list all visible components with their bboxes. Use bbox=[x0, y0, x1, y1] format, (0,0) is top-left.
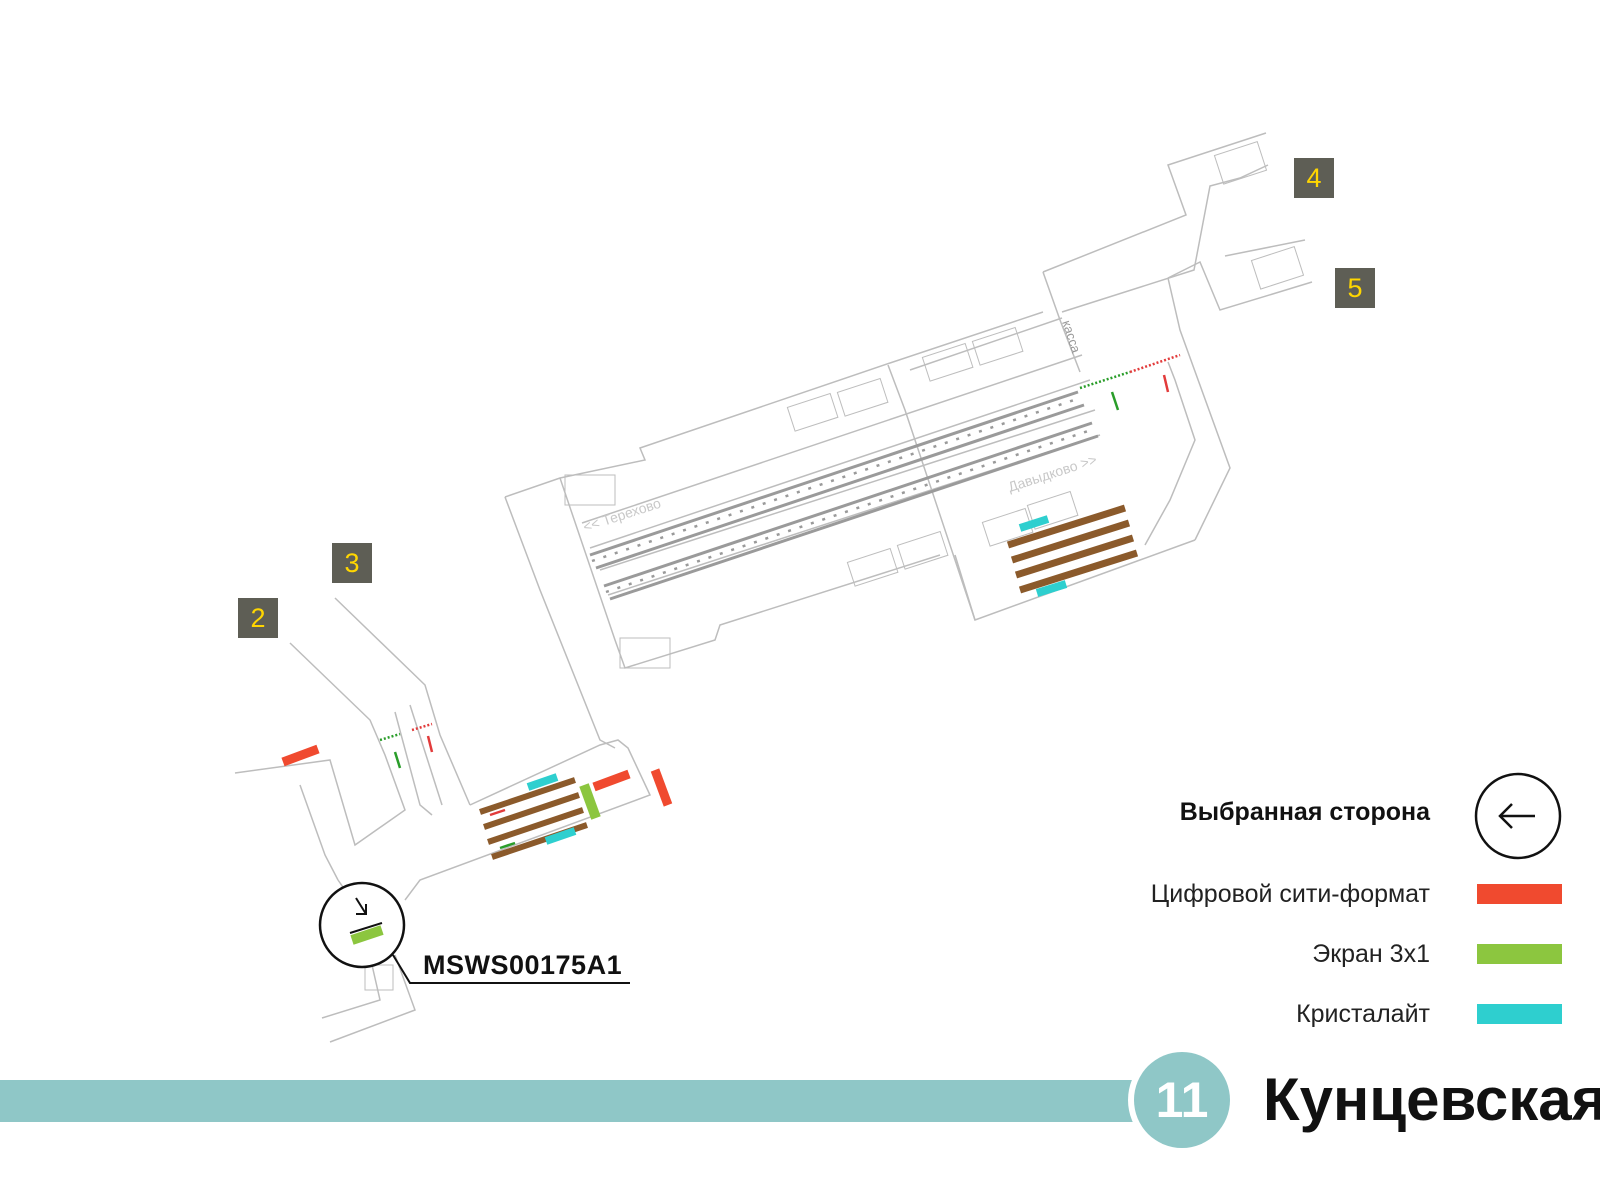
stairs-block bbox=[564, 474, 616, 506]
stairs-block bbox=[1026, 490, 1079, 530]
stairs-block bbox=[921, 342, 974, 382]
stairs-block bbox=[619, 637, 671, 669]
rail-sleepers bbox=[591, 396, 1095, 594]
legend-label-city-format: Цифровой сити-формат bbox=[1150, 880, 1430, 908]
stairs-block bbox=[971, 326, 1024, 366]
callout-leader bbox=[392, 954, 630, 984]
line-number-badge: 11 bbox=[1134, 1052, 1230, 1148]
rail-tracks bbox=[589, 390, 1099, 601]
ad-id-label: MSWS00175A1 bbox=[423, 950, 623, 980]
city-format-ad bbox=[650, 768, 673, 807]
escalator bbox=[1014, 534, 1135, 579]
legend-swatch-kristalait bbox=[1477, 1004, 1562, 1024]
ad-placements bbox=[281, 515, 1068, 845]
exit-badge-4: 4 bbox=[1294, 158, 1334, 198]
city-format-ad bbox=[592, 769, 631, 792]
stairs-block bbox=[364, 964, 394, 991]
legend-swatch-city-format bbox=[1477, 884, 1562, 904]
track-rail bbox=[609, 434, 1099, 601]
kristalait-ad bbox=[526, 773, 559, 791]
escalator bbox=[483, 792, 580, 830]
escalator bbox=[1010, 519, 1131, 564]
stairs-block bbox=[1250, 245, 1305, 290]
legend-selected-side: Выбранная сторона bbox=[1179, 798, 1430, 826]
ad-callout bbox=[318, 881, 630, 984]
exit-badge-3: 3 bbox=[332, 543, 372, 583]
legend-label-screen-3x1: Экран 3x1 bbox=[1312, 940, 1430, 968]
direction-label-right: Давыдково >> bbox=[1006, 451, 1099, 495]
arrow-down-icon bbox=[355, 897, 367, 915]
stairs-block bbox=[836, 377, 889, 417]
escalator bbox=[1018, 549, 1139, 594]
screen-3x1-ad bbox=[579, 783, 601, 820]
kristalait-ad bbox=[1035, 580, 1068, 597]
metro-line-band bbox=[0, 1080, 1150, 1122]
legend-label-kristalait: Кристалайт bbox=[1296, 1000, 1430, 1028]
station-name: Кунцевская bbox=[1263, 1066, 1600, 1133]
escalator bbox=[479, 777, 576, 815]
stairs-block bbox=[896, 530, 949, 570]
escalators-right bbox=[1006, 504, 1139, 594]
stairs-block bbox=[1213, 140, 1268, 185]
exit-badge-2: 2 bbox=[238, 598, 278, 638]
screen-3x1-ad bbox=[350, 925, 384, 945]
legend-swatch-screen-3x1 bbox=[1477, 944, 1562, 964]
callout-circle bbox=[318, 881, 406, 969]
selected-side-symbol bbox=[1474, 772, 1562, 860]
exit-badge-5: 5 bbox=[1335, 268, 1375, 308]
flow-arrows bbox=[379, 353, 1181, 850]
station-walls bbox=[234, 132, 1313, 1043]
track-rail bbox=[595, 403, 1085, 570]
escalators-left bbox=[479, 777, 588, 860]
stairs-block bbox=[981, 507, 1034, 547]
track-rail bbox=[603, 421, 1093, 588]
kassa-label: касса bbox=[1059, 318, 1084, 355]
stairs-block bbox=[786, 392, 839, 432]
escalator bbox=[1006, 504, 1127, 549]
stairs-block bbox=[846, 547, 899, 587]
stairs bbox=[364, 140, 1305, 991]
escalator bbox=[487, 807, 584, 845]
kristalait-ad bbox=[1018, 515, 1050, 532]
direction-label-left: << Терехово bbox=[581, 495, 663, 535]
kristalait-ad bbox=[544, 827, 577, 845]
track-rail bbox=[589, 390, 1079, 557]
city-format-ad bbox=[281, 744, 320, 767]
